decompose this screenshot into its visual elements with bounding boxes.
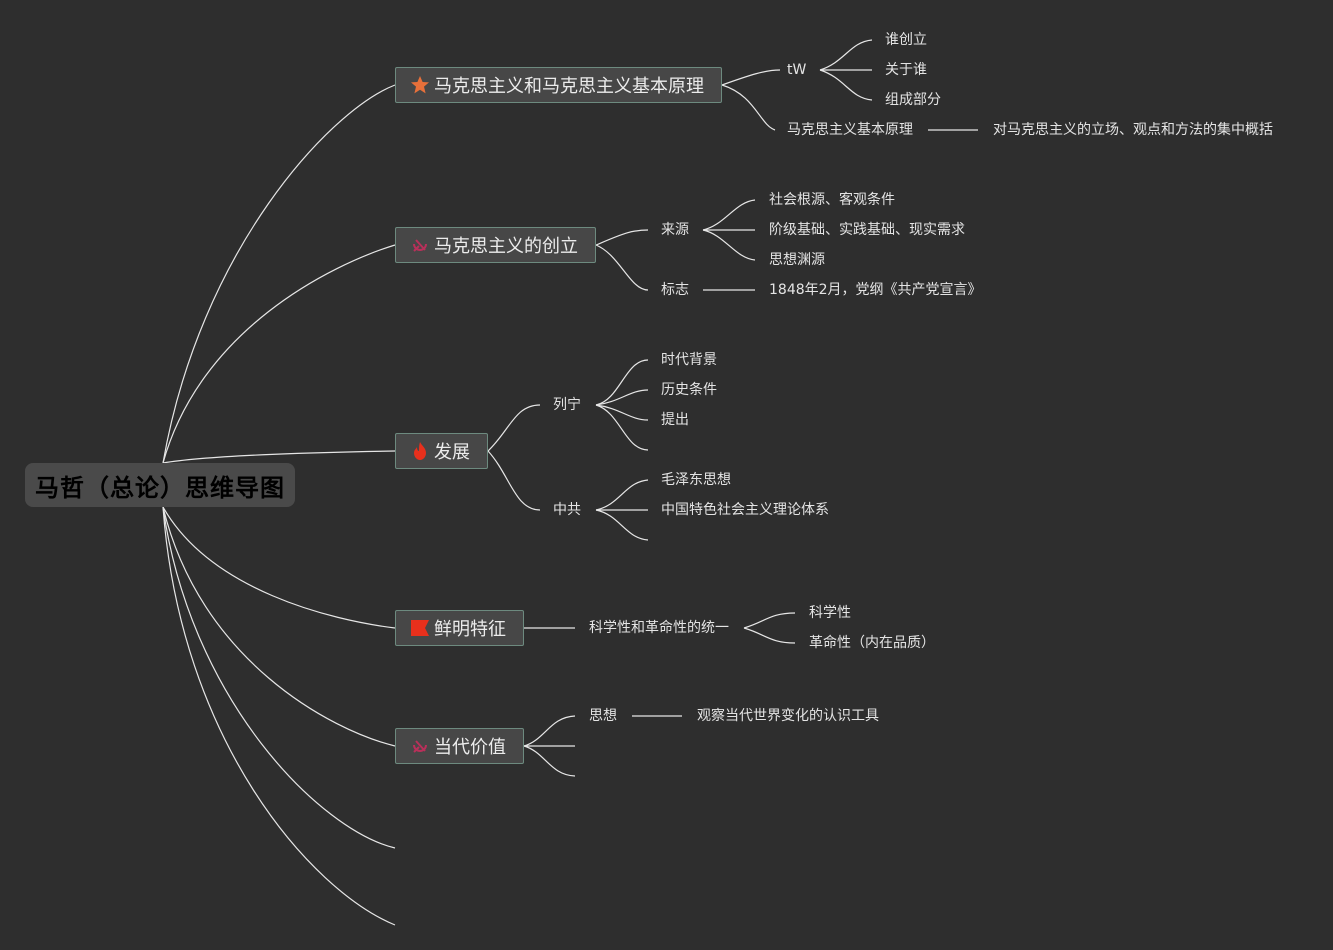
leaf-manifesto[interactable]: 1848年2月，党纲《共产党宣言》 — [769, 282, 982, 298]
connector-b1-principle — [721, 84, 776, 131]
branch-label: 马克思主义的创立 — [434, 236, 578, 257]
subtopic-lenin[interactable]: 列宁 — [553, 397, 581, 413]
branch-node-contemporary-value[interactable]: 当代价值 — [395, 728, 524, 764]
subtopic-cpc[interactable]: 中共 — [553, 502, 581, 518]
connector-b5-thought — [523, 715, 576, 747]
hammer-sickle-icon — [410, 736, 430, 756]
connector-b5-empty-2 — [523, 745, 576, 777]
leaf-era-background[interactable]: 时代背景 — [661, 352, 717, 368]
connector-root-branch-2 — [162, 244, 396, 464]
connector-b2-mark — [595, 244, 649, 291]
connector-tw-3 — [819, 69, 873, 101]
root-title: 马哲（总论）思维导图 — [35, 473, 285, 502]
connector-root-empty-2 — [162, 506, 396, 926]
leaf-social-roots[interactable]: 社会根源、客观条件 — [769, 192, 895, 208]
leaf-historical-conditions[interactable]: 历史条件 — [661, 382, 717, 398]
leaf-who-founded[interactable]: 谁创立 — [885, 32, 927, 48]
connector-unity-1 — [743, 612, 796, 629]
branch-label: 鲜明特征 — [434, 619, 506, 640]
connector-root-branch-5 — [162, 506, 396, 747]
branch-label: 当代价值 — [434, 737, 506, 758]
branch-node-principle[interactable]: 马克思主义和马克思主义基本原理 — [395, 67, 722, 103]
branch-node-founding[interactable]: 马克思主义的创立 — [395, 227, 596, 263]
leaf-socialism-theory[interactable]: 中国特色社会主义理论体系 — [661, 502, 829, 518]
subtopic-basic-principle[interactable]: 马克思主义基本原理 — [787, 122, 913, 138]
connector-root-branch-3 — [162, 450, 396, 464]
subtopic-thought[interactable]: 思想 — [589, 708, 617, 724]
connector-b3-lenin — [487, 404, 541, 452]
branch-label: 发展 — [434, 442, 470, 463]
branch-node-features[interactable]: 鲜明特征 — [395, 610, 524, 646]
connector-root-branch-1 — [162, 84, 396, 464]
leaf-mao-thought[interactable]: 毛泽东思想 — [661, 472, 731, 488]
leaf-intellectual-origin[interactable]: 思想渊源 — [769, 252, 825, 268]
root-node[interactable]: 马哲（总论）思维导图 — [25, 463, 295, 507]
connector-unity-2 — [743, 627, 796, 644]
connector-source-3 — [702, 229, 756, 261]
connector-lenin-4 — [595, 404, 649, 451]
leaf-components[interactable]: 组成部分 — [885, 92, 941, 108]
leaf-proposed[interactable]: 提出 — [661, 412, 689, 428]
connector-source-1 — [702, 199, 756, 231]
connector-b3-cpc — [487, 450, 541, 511]
connector-root-empty-1 — [162, 506, 396, 849]
leaf-class-basis[interactable]: 阶级基础、实践基础、现实需求 — [769, 222, 965, 238]
subtopic-mark[interactable]: 标志 — [661, 282, 689, 298]
connector-root-branch-4 — [162, 506, 396, 629]
connector-tw-1 — [819, 39, 873, 71]
leaf-principle-detail[interactable]: 对马克思主义的立场、观点和方法的集中概括 — [993, 122, 1273, 138]
branch-label: 马克思主义和马克思主义基本原理 — [434, 76, 704, 97]
flame-icon — [410, 441, 430, 461]
leaf-cognitive-tool[interactable]: 观察当代世界变化的认识工具 — [697, 708, 879, 724]
leaf-about-whom[interactable]: 关于谁 — [885, 62, 927, 78]
connector-lenin-3 — [595, 404, 649, 421]
subtopic-source[interactable]: 来源 — [661, 222, 689, 238]
branch-node-development[interactable]: 发展 — [395, 433, 488, 469]
connector-lenin-2 — [595, 389, 649, 406]
connector-cpc-3 — [595, 509, 649, 541]
subtopic-tw[interactable]: tW — [787, 62, 807, 78]
hammer-sickle-icon — [410, 235, 430, 255]
subtopic-unity[interactable]: 科学性和革命性的统一 — [589, 620, 729, 636]
flag-icon — [410, 618, 430, 638]
connector-cpc-1 — [595, 479, 649, 511]
connector-b2-source — [595, 229, 649, 246]
star-icon — [410, 75, 430, 95]
connector-lenin-1 — [595, 359, 649, 406]
leaf-revolutionary[interactable]: 革命性（内在品质） — [809, 635, 935, 651]
leaf-scientific[interactable]: 科学性 — [809, 605, 851, 621]
connector-b1-tw — [721, 69, 781, 86]
